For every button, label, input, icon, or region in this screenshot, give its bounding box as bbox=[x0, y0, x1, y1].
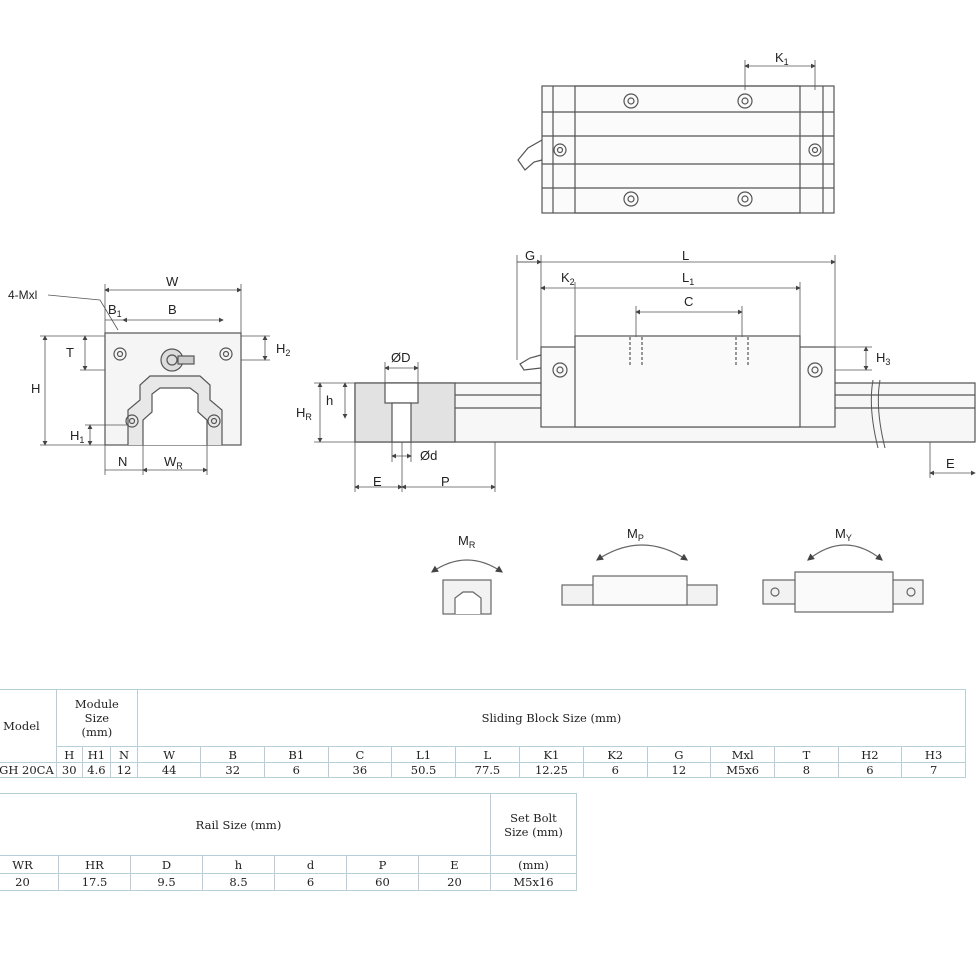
col-header: H1 bbox=[81, 746, 112, 763]
label-h2: H2 bbox=[276, 341, 290, 358]
col-header: K1 bbox=[518, 746, 584, 763]
label-od: ØD bbox=[391, 350, 411, 365]
label-l1: L1 bbox=[682, 270, 694, 287]
col-header: K2 bbox=[582, 746, 648, 763]
col-header: H2 bbox=[837, 746, 903, 763]
table-cell: M5x6 bbox=[710, 762, 776, 778]
side-view bbox=[314, 255, 976, 492]
table-cell: 12 bbox=[110, 762, 138, 778]
label-od-small: Ød bbox=[420, 448, 437, 463]
col-header: L bbox=[455, 746, 520, 763]
table-cell: 36 bbox=[327, 762, 393, 778]
col-header: WR bbox=[0, 855, 59, 874]
linear-guide-technical-drawing: K1 4-Mxl W B1 B T bbox=[8, 50, 976, 615]
label-g: G bbox=[525, 248, 535, 263]
col-header: T bbox=[774, 746, 839, 763]
label-n: N bbox=[118, 454, 127, 469]
col-header: E bbox=[418, 855, 491, 874]
label-k1: K1 bbox=[775, 50, 789, 67]
table-cell: 60 bbox=[346, 873, 419, 891]
col-header: B bbox=[200, 746, 265, 763]
sliding-block-size-table: Model Module Size (mm) Sliding Block Siz… bbox=[0, 689, 967, 778]
table-cell: 6 bbox=[837, 762, 903, 778]
table-cell: 8 bbox=[774, 762, 839, 778]
label-c: C bbox=[684, 294, 693, 309]
front-view bbox=[40, 284, 270, 475]
col-header: (mm) bbox=[490, 855, 577, 874]
col-header: h bbox=[202, 855, 275, 874]
table-cell: 50.5 bbox=[391, 762, 457, 778]
col-header: Mxl bbox=[710, 746, 776, 763]
table-cell: 17.5 bbox=[58, 873, 131, 891]
label-b: B bbox=[168, 302, 177, 317]
label-h-small: h bbox=[326, 393, 333, 408]
table-cell: 77.5 bbox=[455, 762, 520, 778]
table-cell: 6 bbox=[582, 762, 648, 778]
col-header: H bbox=[55, 746, 83, 763]
label-e-right: E bbox=[946, 456, 955, 471]
col-header: D bbox=[130, 855, 203, 874]
col-header: N bbox=[110, 746, 138, 763]
table-cell: 32 bbox=[200, 762, 265, 778]
header-sliding-block-size: Sliding Block Size (mm) bbox=[136, 689, 967, 747]
table-cell: 12.25 bbox=[518, 762, 584, 778]
label-e-left: E bbox=[373, 474, 382, 489]
table-cell: 20 bbox=[418, 873, 491, 891]
col-header: L1 bbox=[391, 746, 457, 763]
col-header: d bbox=[274, 855, 347, 874]
table-cell: 12 bbox=[646, 762, 712, 778]
header-set-bolt-size: Set Bolt Size (mm) bbox=[490, 793, 577, 856]
table-cell: 20 bbox=[0, 873, 59, 891]
table-cell: M5x16 bbox=[490, 873, 577, 891]
col-header: H3 bbox=[901, 746, 966, 763]
label-mxl: 4-Mxl bbox=[8, 288, 37, 302]
table-cell: 8.5 bbox=[202, 873, 275, 891]
label-h: H bbox=[31, 381, 40, 396]
label-hr: HR bbox=[296, 405, 312, 422]
label-l: L bbox=[682, 248, 689, 263]
col-header: P bbox=[346, 855, 419, 874]
table-cell: 9.5 bbox=[130, 873, 203, 891]
header-module-size: Module Size (mm) bbox=[55, 689, 138, 747]
label-mp: MP bbox=[627, 526, 644, 543]
table-cell: 4.6 bbox=[81, 762, 112, 778]
col-header: HR bbox=[58, 855, 131, 874]
table-cell: 7 bbox=[901, 762, 966, 778]
label-wr: WR bbox=[164, 454, 183, 471]
label-p: P bbox=[441, 474, 450, 489]
label-k2: K2 bbox=[561, 270, 575, 287]
top-view bbox=[517, 60, 835, 214]
col-header: C bbox=[327, 746, 393, 763]
header-rail-size: Rail Size (mm) bbox=[0, 793, 491, 856]
table-cell: 30 bbox=[55, 762, 83, 778]
table-cell: 6 bbox=[264, 762, 329, 778]
label-h3: H3 bbox=[876, 350, 890, 367]
label-b1: B1 bbox=[108, 302, 122, 319]
table-cell: 6 bbox=[274, 873, 347, 891]
cell-model: HGH 20CA bbox=[0, 762, 57, 778]
label-h1: H1 bbox=[70, 428, 84, 445]
table-row: 20 17.5 9.5 8.5 6 60 20 M5x16 bbox=[0, 873, 577, 891]
moment-mp-icon bbox=[561, 544, 718, 606]
col-header: G bbox=[646, 746, 712, 763]
rail-size-table: Rail Size (mm) Set Bolt Size (mm) WR HR … bbox=[0, 793, 577, 891]
table-cell: 44 bbox=[136, 762, 202, 778]
label-mr: MR bbox=[458, 533, 476, 550]
label-t: T bbox=[66, 345, 74, 360]
header-model: Model bbox=[0, 689, 57, 763]
col-header: W bbox=[136, 746, 202, 763]
label-my: MY bbox=[835, 526, 852, 543]
moment-mr-icon bbox=[431, 559, 503, 615]
moment-my-icon bbox=[762, 544, 924, 613]
table-row: HGH 20CA 30 4.6 12 44 32 6 36 50.5 77.5 … bbox=[0, 762, 966, 778]
col-header: B1 bbox=[264, 746, 329, 763]
label-w: W bbox=[166, 274, 179, 289]
